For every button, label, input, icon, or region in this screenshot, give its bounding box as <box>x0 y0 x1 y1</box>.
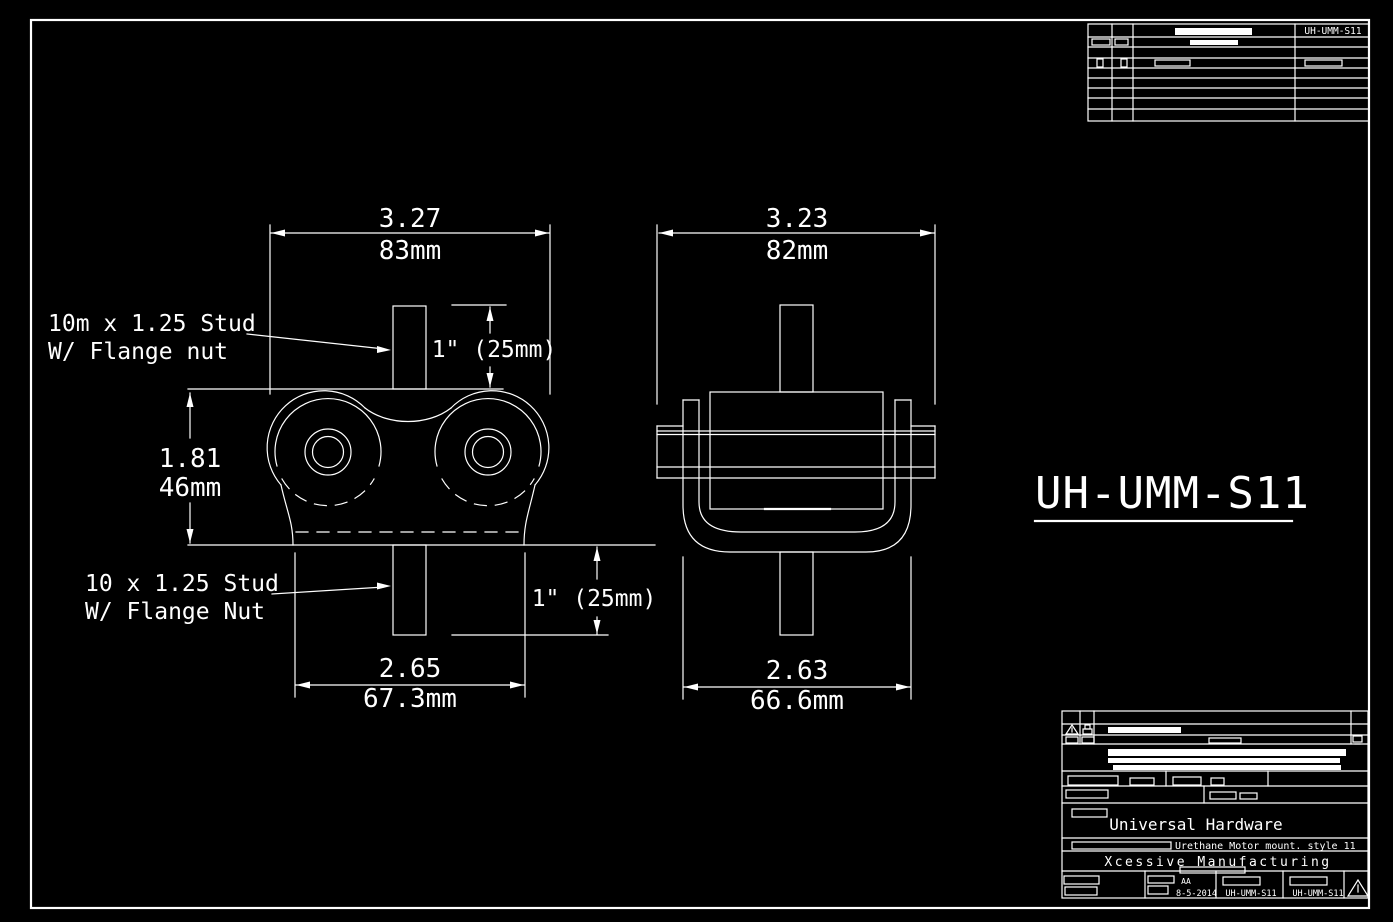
right-lobe-outer <box>450 390 550 486</box>
front-height-mm: 46mm <box>159 473 222 503</box>
front-bottom-stud <box>392 544 427 636</box>
right-bushing-ring <box>464 428 512 476</box>
front-width-inches: 3.27 <box>379 204 442 234</box>
front-base-mm: 67.3mm <box>363 684 457 714</box>
printer-icon <box>1082 724 1093 735</box>
front-width-mm: 83mm <box>379 236 442 266</box>
right-bushing-rim-hidden <box>441 478 535 507</box>
front-height-inches: 1.81 <box>159 444 222 474</box>
redacted-text-bar <box>1108 749 1346 756</box>
left-bushing-rim-hidden <box>281 478 375 507</box>
revision-table: UH-UMM-S11 <box>1087 23 1370 122</box>
plot-stamp-icon <box>1352 735 1363 745</box>
right-side-profile <box>523 484 536 546</box>
bottom-stud-note-line1: 10 x 1.25 Stud <box>85 571 279 597</box>
redacted-text-bar <box>1113 765 1341 770</box>
left-side-profile <box>280 484 294 546</box>
side-body <box>709 391 884 510</box>
bottom-stud-note-line2: W/ Flange Nut <box>85 599 265 625</box>
side-view <box>656 304 936 636</box>
redacted-text-bar <box>1108 758 1340 763</box>
part-description: Urethane Motor mount. style 11 <box>1175 841 1356 852</box>
top-stud-leader <box>246 333 385 350</box>
side-base-inches: 2.63 <box>766 656 829 686</box>
bottom-stud-leader <box>271 586 385 595</box>
warning-triangle-icon <box>1346 878 1370 897</box>
manufacturer-name: Xcessive Manufacturing <box>1104 855 1331 870</box>
left-bushing-hole <box>311 435 345 469</box>
left-bushing-ring <box>304 428 352 476</box>
redacted-text-bar <box>1175 28 1252 35</box>
drawing-number: UH-UMM-S11 <box>1225 889 1276 899</box>
strap-inner <box>698 399 896 533</box>
bottom-stud-length: 1" (25mm) <box>532 586 657 612</box>
side-width-inches: 3.23 <box>766 204 829 234</box>
sheet-id: UH-UMM-S11 <box>1292 889 1343 899</box>
drafter-initials: AA <box>1181 877 1191 886</box>
dimension-lines <box>186 224 936 700</box>
front-base-inches: 2.65 <box>379 654 442 684</box>
part-number-text: UH-UMM-S11 <box>1035 468 1310 519</box>
side-top-stud <box>779 304 814 393</box>
front-top-stud <box>392 305 427 390</box>
top-stud-note-line2: W/ Flange nut <box>48 339 228 365</box>
left-bushing-rim <box>274 398 382 467</box>
redacted-text-bar <box>1190 40 1238 45</box>
right-bushing-hole <box>471 435 505 469</box>
side-base-mm: 66.6mm <box>750 686 844 716</box>
right-bushing-rim <box>434 398 542 467</box>
top-stud-note-line1: 10m x 1.25 Stud <box>48 311 256 337</box>
part-number-callout: UH-UMM-S11 <box>1033 468 1310 523</box>
left-lobe-outer <box>266 390 366 486</box>
dimension-text: 3.27 83mm 3.23 82mm 1.81 46mm 1" (25mm) … <box>48 204 844 716</box>
company-name: Universal Hardware <box>1109 815 1282 834</box>
warning-triangle-icon <box>1064 723 1080 735</box>
saddle-curve <box>364 407 452 423</box>
redacted-text-bar <box>1108 727 1181 733</box>
sheet-border <box>29 18 1371 910</box>
front-view <box>187 305 656 636</box>
top-stud-length: 1" (25mm) <box>432 337 557 363</box>
side-width-mm: 82mm <box>766 236 829 266</box>
title-block: Universal Hardware Urethane Motor mount.… <box>1061 710 1370 899</box>
side-bottom-stud <box>779 551 814 636</box>
revision-part-number: UH-UMM-S11 <box>1304 26 1361 37</box>
drawing-date: 8-5-2014 <box>1176 889 1217 899</box>
